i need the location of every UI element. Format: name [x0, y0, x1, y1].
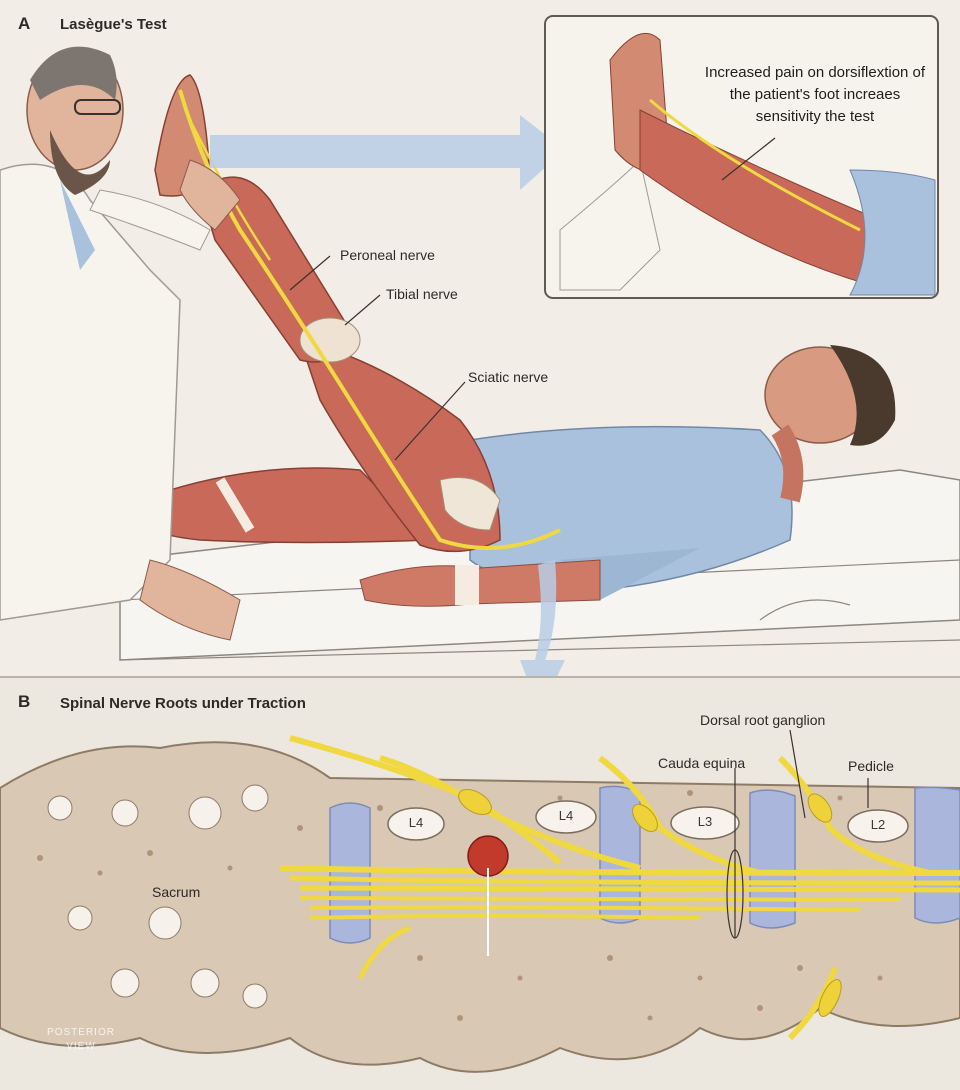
posterior-view-watermark: POSTERIOR VIEW	[47, 1027, 115, 1052]
panel-a-letter: A	[18, 14, 31, 33]
label-dorsal-root-ganglion: Dorsal root ganglion	[700, 712, 826, 728]
vertebra-label-l4-lower: L4	[408, 815, 424, 830]
cauda-equina-bundle	[279, 865, 960, 920]
label-peroneal-nerve: Peroneal nerve	[340, 247, 435, 263]
panel-b-title: Spinal Nerve Roots under Traction	[60, 695, 306, 712]
vertebra-label-l3: L3	[697, 814, 713, 829]
doctor	[0, 46, 241, 641]
label-sacrum: Sacrum	[152, 884, 201, 900]
panel-a-title: Lasègue's Test	[60, 16, 167, 33]
label-sciatic-nerve: Sciatic nerve	[468, 369, 549, 385]
vertebra-label-l2: L2	[870, 817, 886, 832]
arrow-to-inset	[210, 115, 565, 190]
patient-head	[764, 345, 896, 503]
lasegue-illustration	[0, 15, 960, 676]
arrow-to-panel-b	[520, 560, 565, 676]
panel-a-lasegue-test: A Lasègue's Test Increased pain on dorsi…	[0, 14, 960, 676]
panel-b-letter: B	[18, 692, 31, 711]
vertebra-ovals	[387, 800, 909, 843]
spine-illustration	[0, 729, 960, 1073]
inset-caption: Increased pain on dorsiflextion of the p…	[704, 64, 926, 125]
label-cauda-equina: Cauda equina	[658, 755, 746, 771]
resting-leg	[139, 467, 432, 544]
inset-box	[544, 15, 939, 299]
label-pedicle: Pedicle	[848, 758, 894, 774]
vertebra-label-l4-upper: L4	[558, 808, 574, 823]
nerve-roots	[289, 735, 931, 1041]
dorsal-root-ganglia	[458, 789, 842, 1017]
panel-b-spinal-roots: B Spinal Nerve Roots under Traction Dors…	[0, 676, 960, 1090]
label-tibial-nerve: Tibial nerve	[386, 286, 458, 302]
